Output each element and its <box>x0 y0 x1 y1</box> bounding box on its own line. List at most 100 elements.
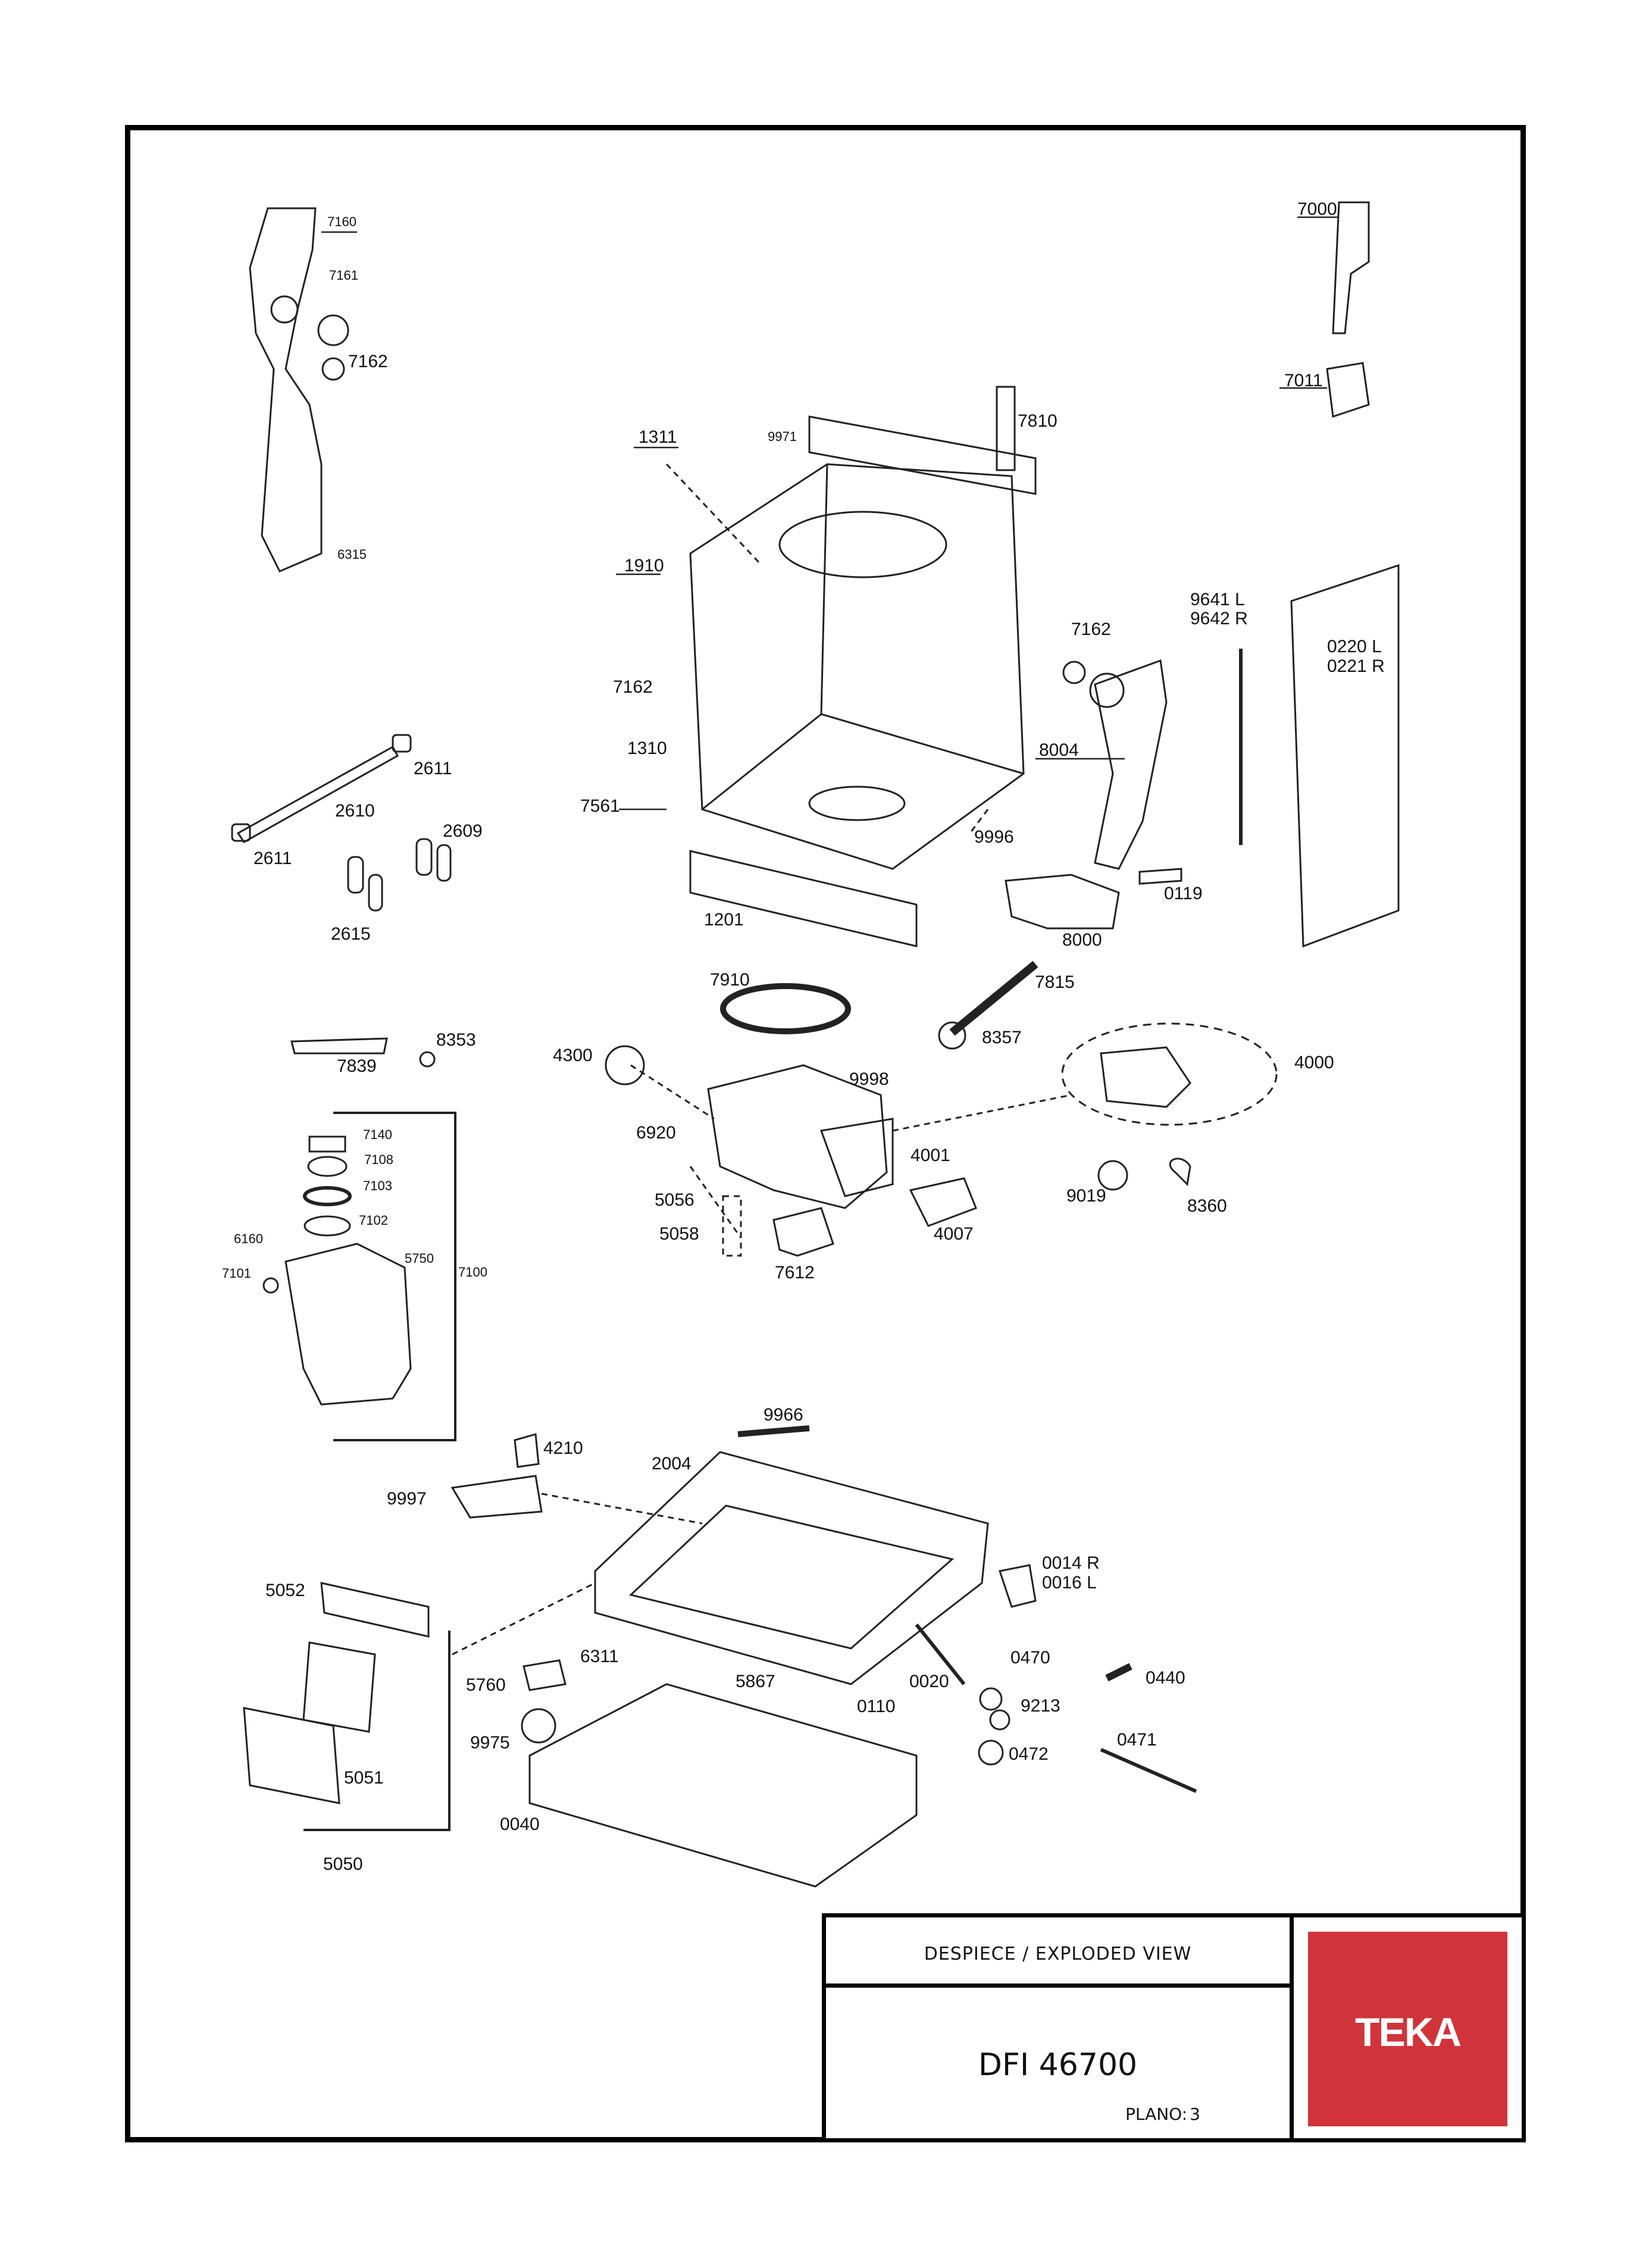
cap-9213 <box>989 1709 1010 1731</box>
plano-label: PLANO: <box>1125 2104 1188 2124</box>
part-label: 9998 <box>849 1069 889 1089</box>
part-label: 7561 <box>580 796 620 816</box>
rail-2610 <box>236 745 399 843</box>
valve-4210 <box>514 1433 540 1468</box>
part-label: 0119 <box>1164 884 1203 903</box>
part-label: 4001 <box>911 1146 950 1165</box>
part-label: 5867 <box>736 1672 775 1691</box>
part-label: 7102 <box>359 1213 388 1228</box>
part-label: 0016 L <box>1042 1573 1097 1593</box>
part-label: 8360 <box>1187 1196 1227 1216</box>
part-label: 9019 <box>1066 1186 1106 1206</box>
part-label: 9996 <box>974 827 1014 847</box>
part-label: 7839 <box>337 1056 377 1076</box>
teka-logo: TEKA <box>1308 1932 1507 2126</box>
part-label: 9641 L <box>1190 590 1245 609</box>
part-label: 7011 <box>1284 371 1323 390</box>
part-label: 5750 <box>405 1251 434 1266</box>
part-label: 9213 <box>1021 1696 1060 1716</box>
part-label: 5050 <box>323 1854 363 1874</box>
bracket-9997 <box>450 1475 543 1519</box>
teka-logo-text: TEKA <box>1354 2010 1462 2055</box>
spray-duct-part <box>249 207 323 572</box>
part-label: 6160 <box>234 1231 263 1246</box>
base-frame-2004 <box>594 1451 989 1685</box>
part-label: 7108 <box>364 1152 393 1167</box>
nut-7162-left <box>321 357 345 381</box>
part-label: 2611 <box>254 849 292 868</box>
part-label: 7815 <box>1035 972 1075 992</box>
part-label: 9997 <box>387 1489 427 1509</box>
plano-number: PLANO:3 <box>1123 2104 1200 2124</box>
part-label: 1310 <box>627 739 667 758</box>
frame-5051 <box>243 1707 340 1804</box>
sensor-4300 <box>605 1045 645 1085</box>
part-label: 7910 <box>710 970 750 990</box>
part-label: 2615 <box>331 924 371 944</box>
part-label: 5058 <box>659 1224 699 1244</box>
part-label: 9642 R <box>1190 609 1248 628</box>
part-label: 7162 <box>1071 620 1111 639</box>
part-label: 8357 <box>982 1028 1022 1047</box>
softener-7140 <box>308 1135 346 1153</box>
nut-7162-right <box>1062 661 1086 684</box>
part-label: 1910 <box>624 556 664 575</box>
foot-0472 <box>978 1739 1004 1766</box>
board-holder-5052 <box>320 1582 430 1638</box>
logo-cell: TEKA <box>1290 1913 1526 2142</box>
model-number: DFI 46700 <box>978 2047 1138 2083</box>
part-label: 9966 <box>764 1405 803 1425</box>
title-heading-cell: DESPIECE / EXPLODED VIEW <box>822 1913 1294 1988</box>
part-label: 7161 <box>329 268 358 283</box>
part-label: 0472 <box>1009 1744 1049 1764</box>
part-label: 7103 <box>363 1178 392 1193</box>
part-label: 6311 <box>580 1647 619 1666</box>
softener-body-7100 <box>284 1243 412 1406</box>
switch-5760 <box>522 1659 567 1691</box>
part-label: 0014 R <box>1042 1553 1100 1573</box>
clip-7839 <box>290 1037 388 1055</box>
part-label: 9975 <box>470 1733 510 1753</box>
diverter-8000 <box>1005 874 1120 930</box>
side-panel <box>1290 564 1400 948</box>
clip-0119 <box>1138 868 1182 885</box>
tub-top-disc <box>778 511 947 578</box>
cable-0471 <box>1100 1748 1197 1793</box>
bracket-4007 <box>909 1177 977 1227</box>
part-label: 8353 <box>436 1030 476 1050</box>
part-label: 7162 <box>613 677 653 697</box>
part-label: 6920 <box>636 1123 676 1143</box>
gasket-ring-7161 <box>317 314 349 346</box>
rail-9966 <box>737 1425 810 1437</box>
part-label: 0221 R <box>1327 656 1385 676</box>
part-label: 7101 <box>222 1266 251 1281</box>
title-block: DESPIECE / EXPLODED VIEW DFI 46700 PLANO… <box>822 1913 1526 2142</box>
part-label: 4300 <box>553 1046 593 1065</box>
seal-7103 <box>303 1186 352 1206</box>
filter-9975 <box>521 1708 556 1744</box>
part-label: 2610 <box>335 801 375 821</box>
part-label: 0471 <box>1117 1730 1157 1750</box>
roller-2615 <box>347 856 364 894</box>
part-label: 7000 <box>1297 199 1337 219</box>
front-trim-1201 <box>689 850 918 947</box>
valve-7011 <box>1326 362 1370 418</box>
part-label: 7810 <box>1018 411 1057 431</box>
tub-sump-opening <box>808 786 906 821</box>
part-label: 7160 <box>327 214 356 229</box>
roller-2609 <box>415 838 433 876</box>
part-label: 0440 <box>1146 1668 1185 1688</box>
part-label: 7612 <box>775 1263 815 1282</box>
part-label: 4210 <box>543 1438 583 1458</box>
part-label: 1311 <box>639 427 677 447</box>
inlet-7000 <box>1332 201 1370 334</box>
part-label: 7100 <box>458 1265 487 1279</box>
part-label: 4007 <box>934 1224 974 1244</box>
part-label: 0470 <box>1010 1648 1050 1667</box>
part-label: 0020 <box>909 1672 949 1691</box>
part-label: 5051 <box>344 1768 384 1788</box>
part-label: 2609 <box>443 821 483 841</box>
seal-7102 <box>304 1215 351 1237</box>
motor-4000 <box>1100 1046 1191 1108</box>
